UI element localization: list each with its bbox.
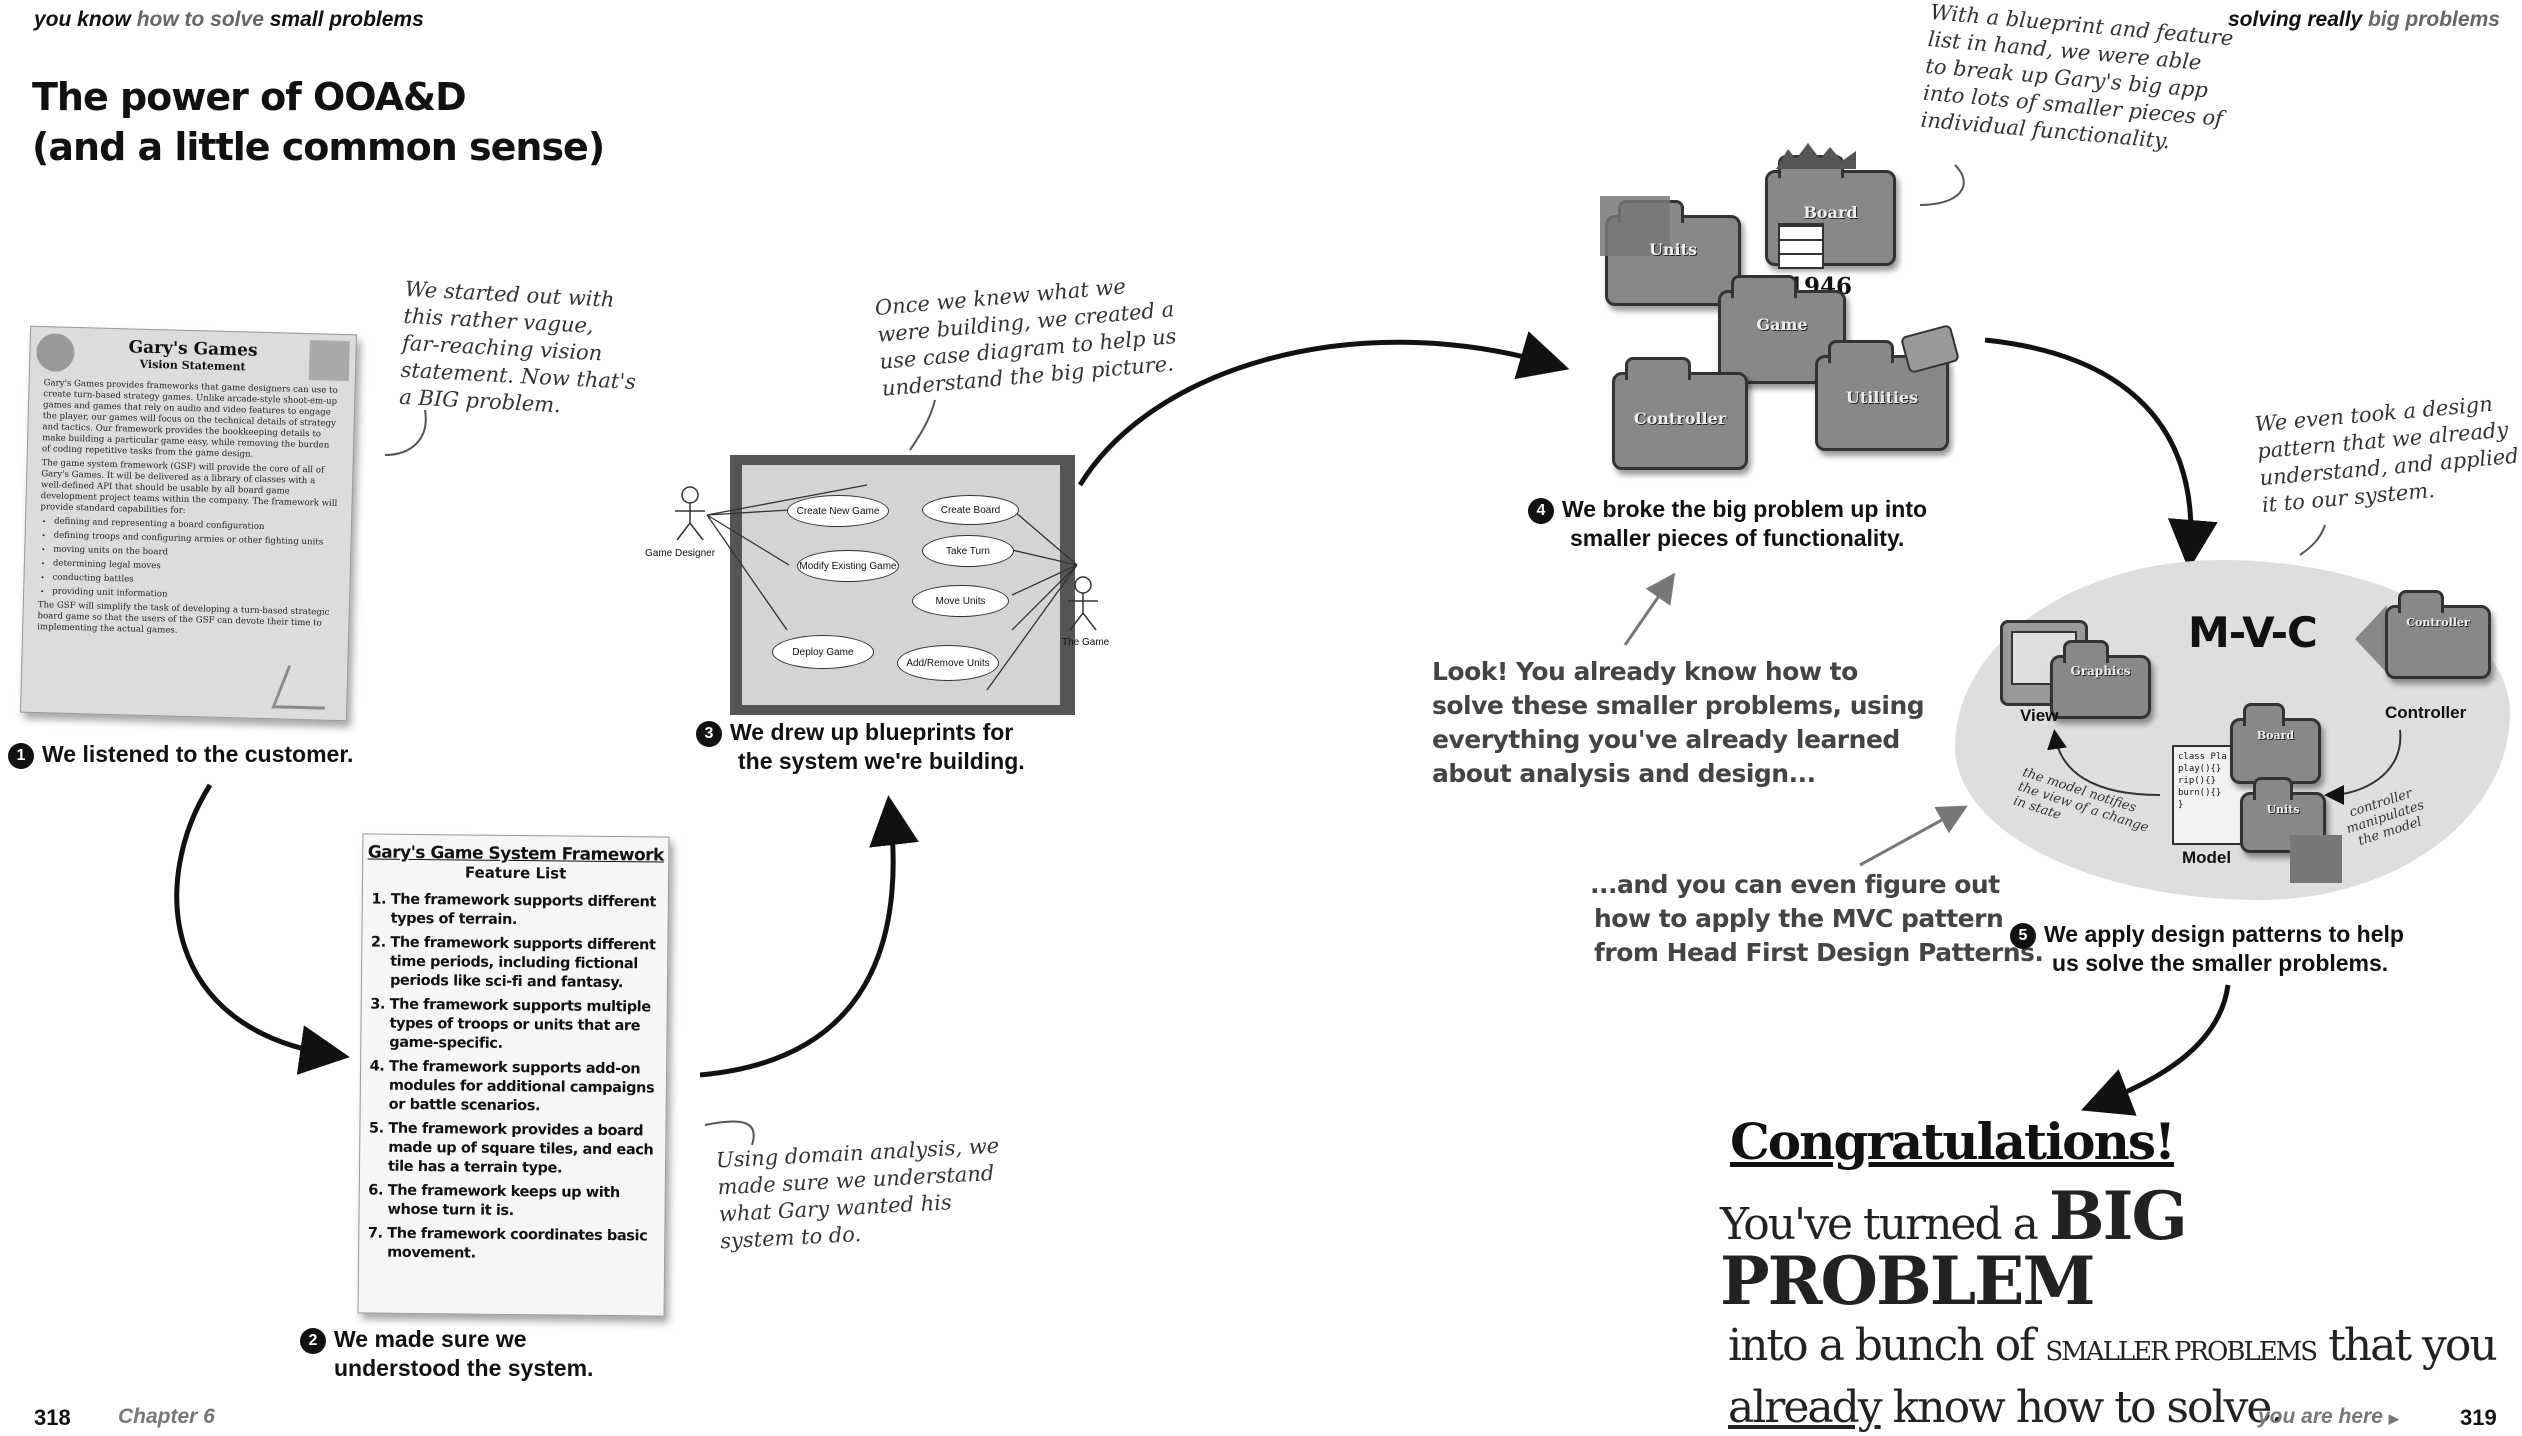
you-are-here-label: you are here ▶ xyxy=(2258,1405,2399,1428)
tank-icon xyxy=(1600,196,1670,256)
actor-game-designer-label: Game Designer xyxy=(645,548,716,559)
pointer-blueprint xyxy=(1919,164,1965,206)
folder-units: Units xyxy=(1600,196,1741,306)
use-case-take-turn: Take Turn xyxy=(922,535,1014,567)
use-case-modify-existing-game: Modify Existing Game xyxy=(797,550,899,582)
arrow-step2-to-step3 xyxy=(699,795,919,1078)
list-item: The framework coordinates basic movement… xyxy=(387,1225,654,1266)
use-case-association-lines xyxy=(706,484,1078,691)
arrow-step4-to-step5 xyxy=(1984,337,2218,570)
page-title: The power of OOA&D (and a little common … xyxy=(32,75,605,169)
arrow-step3-to-step4 xyxy=(1077,331,1570,487)
mountains-icon xyxy=(1776,143,1856,169)
step-number: 3 xyxy=(696,721,722,747)
feature-list-title: Gary's Game System Framework xyxy=(367,842,664,866)
note-vague-vision: We started out with this rather vague, f… xyxy=(398,276,637,418)
feature-list-document: Gary's Game System Framework Feature Lis… xyxy=(357,833,670,1317)
vision-statement-document: Gary's Games Vision Statement Gary's Gam… xyxy=(19,325,358,722)
chapter-label: Chapter 6 xyxy=(118,1405,215,1428)
arrow-step5-to-congrats xyxy=(2081,984,2231,1116)
mvc-title: M-V-C xyxy=(2188,608,2318,657)
folder-game: Game xyxy=(1718,275,1846,384)
actor-the-game-icon xyxy=(1068,576,1098,631)
use-case-add-remove-units: Add/Remove Units xyxy=(897,645,999,681)
logo-icon xyxy=(308,340,350,382)
mvc-controller-label: Controller xyxy=(2385,703,2467,722)
pointer-vague xyxy=(384,409,427,456)
folder-graphics: Graphics xyxy=(2050,640,2151,719)
note-look: Look! You already know how to solve thes… xyxy=(1432,657,1925,788)
feature-list-subtitle: Feature List xyxy=(464,863,567,883)
congratulations-message: You've turned a BIG PROBLEM into a bunch… xyxy=(1720,1177,2498,1433)
list-item: The framework supports different time pe… xyxy=(390,934,658,994)
note-blueprint: With a blueprint and feature list in han… xyxy=(1919,0,2235,154)
use-case-create-new-game: Create New Game xyxy=(787,495,889,527)
running-header-left: you know how to solve small problems xyxy=(34,8,424,31)
use-case-deploy-game: Deploy Game xyxy=(772,635,874,669)
arrow-step1-to-step2 xyxy=(174,783,350,1075)
triangle-right-icon: ▶ xyxy=(2388,1411,2399,1426)
congratulations-title: Congratulations! xyxy=(1730,1112,2176,1171)
folder-board: Board xyxy=(1765,143,1896,269)
actor-the-game-label: The Game xyxy=(1062,637,1110,648)
mvc-flow-arrows xyxy=(2047,729,2402,805)
use-case-move-units: Move Units xyxy=(912,585,1009,617)
vision-body: Gary's Games provides frameworks that ga… xyxy=(23,378,355,641)
vision-capabilities-list: defining and representing a board config… xyxy=(52,516,337,604)
page-number-right: 319 xyxy=(2460,1405,2497,1430)
use-case-create-board: Create Board xyxy=(922,495,1019,525)
folder-utilities: Utilities xyxy=(1815,323,1961,451)
pointer-look xyxy=(1623,572,1676,646)
pointer-usecase xyxy=(909,399,936,451)
list-item: The framework provides a board made up o… xyxy=(388,1120,656,1180)
actor-game-designer-icon xyxy=(675,486,705,541)
step-number: 4 xyxy=(1528,498,1554,524)
step-number: 2 xyxy=(300,1328,326,1354)
soldiers-illustration-icon xyxy=(271,665,342,710)
folder-controller: Controller xyxy=(1612,357,1748,470)
pointer-pattern xyxy=(2299,524,2326,556)
list-item: The framework supports multiple types of… xyxy=(389,996,657,1056)
use-case-diagram: Create New Game Create Board Modify Exis… xyxy=(706,465,1078,705)
list-item: The framework supports add-on modules fo… xyxy=(389,1058,657,1118)
controller-arrow-icon xyxy=(2355,605,2387,673)
pointer-domain xyxy=(704,1120,755,1146)
pointer-mvc xyxy=(1859,805,1968,867)
page-number-left: 318 xyxy=(34,1405,71,1430)
running-header-right: solving really big problems xyxy=(2228,8,2500,31)
note-mvc: ...and you can even figure out how to ap… xyxy=(1590,870,2044,967)
list-item: The framework supports different types o… xyxy=(391,891,658,932)
feature-list: The framework supports different types o… xyxy=(359,890,668,1265)
note-design-pattern: We even took a design pattern that we al… xyxy=(2253,391,2520,518)
step-number: 5 xyxy=(2010,923,2036,949)
step-number: 1 xyxy=(8,743,34,769)
note-domain-analysis: Using domain analysis, we made sure we u… xyxy=(715,1133,1000,1254)
mvc-view-label: View xyxy=(2020,706,2059,725)
folder-board-mvc: Board xyxy=(2230,703,2321,784)
mvc-model-label: Model xyxy=(2182,848,2232,867)
tank-icon xyxy=(2290,835,2342,883)
grid-icon xyxy=(1778,223,1824,269)
list-item: The framework keeps up with whose turn i… xyxy=(387,1182,654,1223)
folder-controller-mvc: Controller xyxy=(2385,590,2491,679)
